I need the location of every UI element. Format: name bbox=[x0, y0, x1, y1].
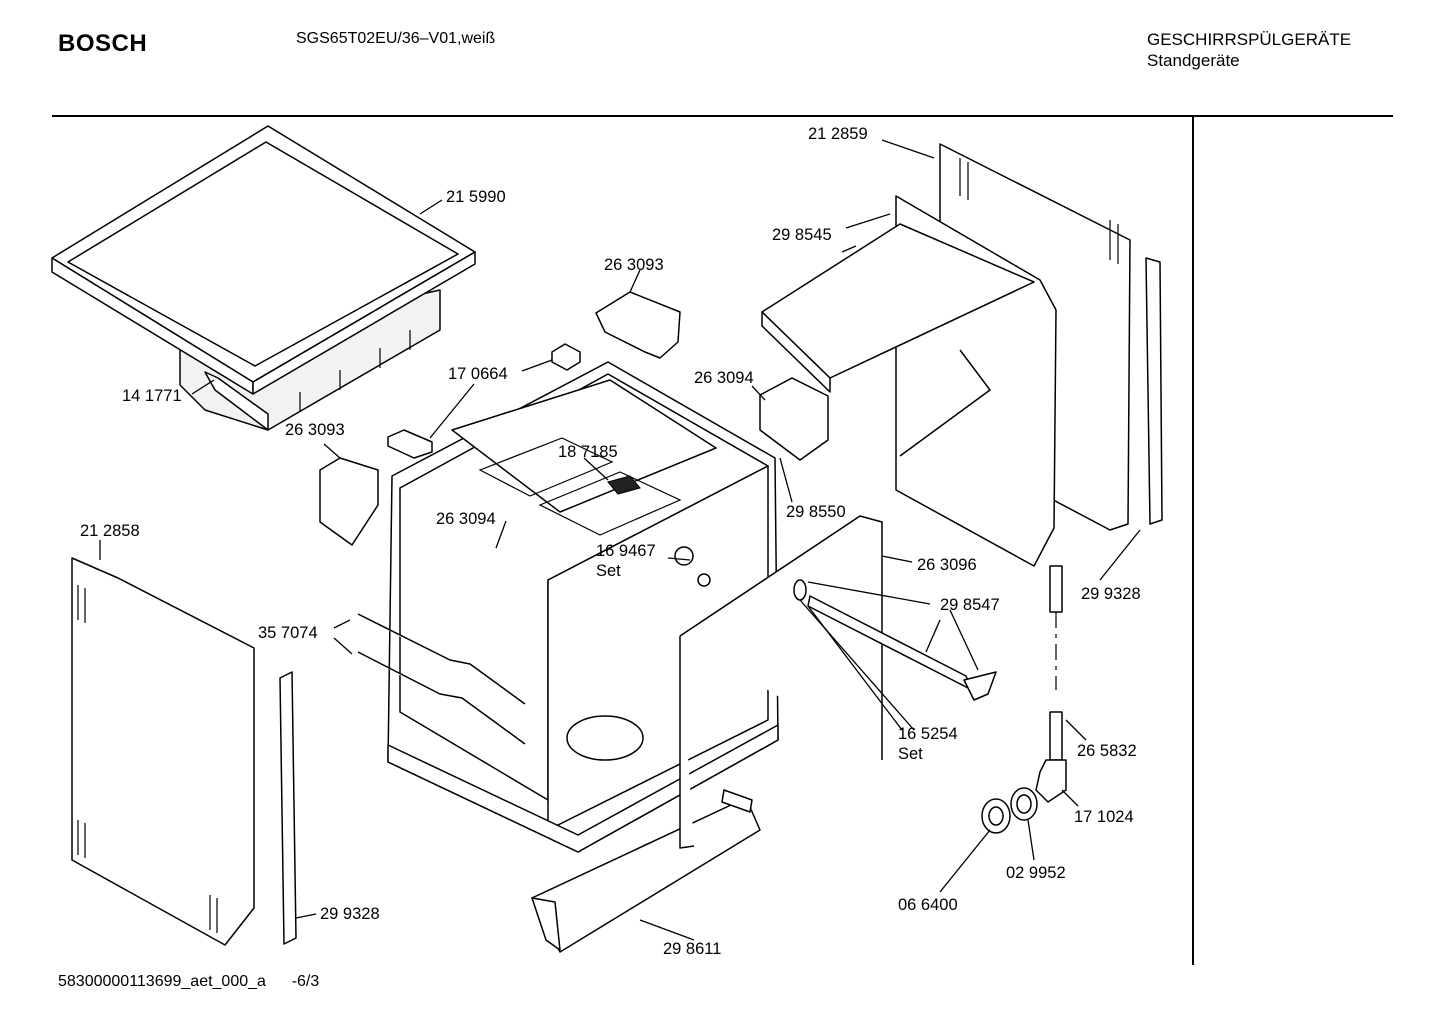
part-label: 29 8545 bbox=[772, 226, 832, 244]
drain-hose bbox=[1049, 565, 1063, 761]
part-label: 26 3093 bbox=[285, 421, 345, 439]
top-cover bbox=[761, 223, 1035, 457]
document-number: 58300000113699_aet_000_a bbox=[58, 973, 266, 990]
seal-strip bbox=[1145, 257, 1163, 525]
part-label: 29 9328 bbox=[320, 905, 380, 923]
part-label: 26 3096 bbox=[917, 556, 977, 574]
part-label: 14 1771 bbox=[122, 387, 182, 405]
part-label: 26 3094 bbox=[436, 510, 496, 528]
part-label: 17 1024 bbox=[1074, 808, 1134, 826]
part-label: 21 2859 bbox=[808, 125, 868, 143]
side-panel-left bbox=[71, 557, 255, 946]
tub-part bbox=[387, 361, 779, 853]
ring-part bbox=[981, 787, 1038, 834]
page-number: -6/3 bbox=[291, 973, 320, 990]
footer-doc-id: 58300000113699_aet_000_a -6/3 bbox=[58, 973, 319, 991]
part-label: 29 8550 bbox=[786, 503, 846, 521]
brand-logo: BOSCH bbox=[58, 30, 148, 57]
part-label: Set bbox=[898, 745, 923, 763]
part-label: 18 7185 bbox=[558, 443, 618, 461]
rail-part bbox=[357, 613, 526, 745]
part-label: 26 3094 bbox=[694, 369, 754, 387]
part-label: 16 5254 bbox=[898, 725, 958, 743]
worktop-part bbox=[51, 125, 476, 431]
seal-strip bbox=[279, 671, 297, 945]
category-title: GESCHIRRSPÜLGERÄTE bbox=[1147, 30, 1352, 49]
elbow-part bbox=[1035, 759, 1067, 803]
part-label: 26 5832 bbox=[1077, 742, 1137, 760]
part-label: 29 9328 bbox=[1081, 585, 1141, 603]
part-label: 29 8547 bbox=[940, 596, 1000, 614]
part-label: 16 9467 bbox=[596, 542, 656, 560]
part-label: 21 2858 bbox=[80, 522, 140, 540]
part-label: 29 8611 bbox=[663, 940, 721, 958]
category-subtitle: Standgeräte bbox=[1147, 51, 1240, 70]
part-label: Set bbox=[596, 562, 621, 580]
model-number: SGS65T02EU/36–V01,weiß bbox=[296, 30, 496, 47]
part-label: 35 7074 bbox=[258, 624, 318, 642]
cover-part bbox=[319, 291, 681, 546]
part-label: 21 5990 bbox=[446, 188, 506, 206]
part-label: 17 0664 bbox=[448, 365, 508, 383]
part-label: 06 6400 bbox=[898, 896, 958, 914]
bracket-part bbox=[387, 343, 581, 459]
part-label: 26 3093 bbox=[604, 256, 664, 274]
part-label: 02 9952 bbox=[1006, 864, 1066, 882]
base-plate bbox=[531, 789, 761, 953]
category-block: GESCHIRRSPÜLGERÄTE Standgeräte bbox=[1147, 29, 1351, 71]
leader-lines bbox=[99, 139, 1141, 941]
